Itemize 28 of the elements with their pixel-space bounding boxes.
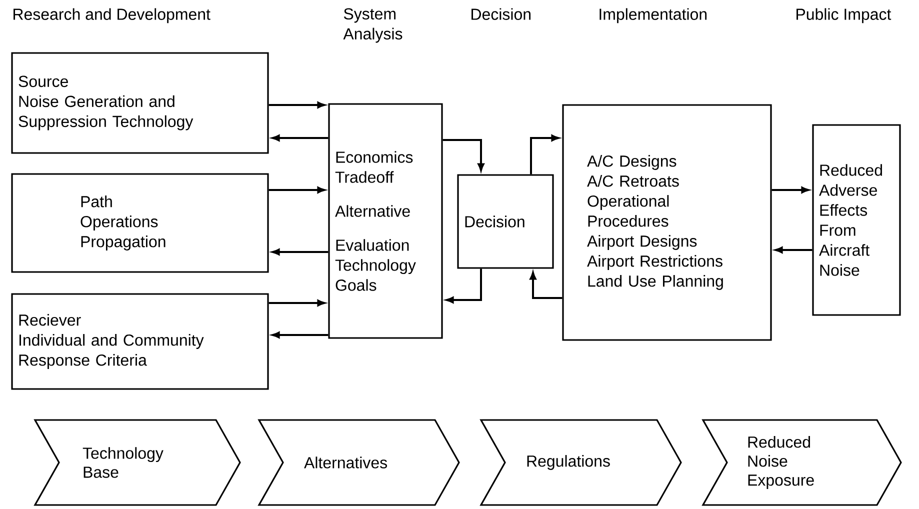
stage-banner: Technology Base <box>34 419 241 506</box>
column-heading: Research and Development <box>14 8 210 24</box>
arrow <box>446 268 482 304</box>
decision-box: Decision <box>457 174 554 269</box>
stage-banner: Reduced Noise Exposure <box>702 419 902 506</box>
arrow <box>268 300 325 306</box>
arrow <box>775 246 812 254</box>
column-heading: Implementation <box>600 8 707 24</box>
column-heading: Public Impact <box>796 8 892 24</box>
process-box: Economics Tradeoff Alternative Evaluation Technology Goals <box>328 103 443 339</box>
arrow <box>530 134 559 174</box>
column-heading: System Analysis <box>343 8 402 43</box>
arrow <box>272 248 328 256</box>
process-box: A/C Designs A/C Retroats Operational Procedures Airport Designs Airport Restrictions Land Use Planning <box>562 104 772 341</box>
arrow <box>268 186 325 194</box>
stage-banner: Alternatives <box>258 419 460 506</box>
process-box: Reduced Adverse Effects From Aircraft Noise <box>812 124 901 316</box>
arrow <box>442 139 484 171</box>
stage-banner: Regulations <box>480 419 682 506</box>
arrow <box>530 272 562 299</box>
arrow <box>272 134 328 142</box>
process-box: Source Noise Generation and Suppression Technology <box>11 52 269 154</box>
process-box: Reciever Individual and Community Response Criteria <box>11 293 269 390</box>
arrow <box>272 332 328 338</box>
column-heading: Decision <box>472 8 530 20</box>
arrow <box>772 186 809 194</box>
arrow <box>268 102 325 108</box>
process-box: Path Operations Propagation <box>11 173 269 273</box>
